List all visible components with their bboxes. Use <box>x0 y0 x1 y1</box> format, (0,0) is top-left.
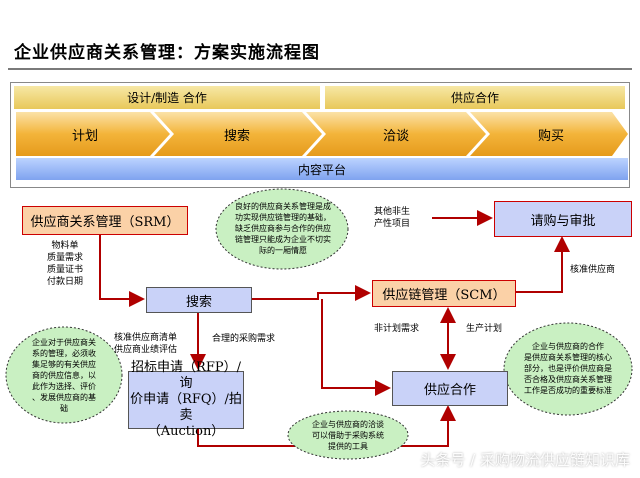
arrow-srm-to-search <box>99 234 145 307</box>
arrow-search-to-scm <box>251 285 371 301</box>
cloud-left-text: 企业对于供应商关 系的管理，必须收 集足够的有关供应 商的供应信息，以 此作为选… <box>14 337 114 414</box>
cloud-line: 功实现供应链管理的基础， <box>235 213 331 222</box>
srm-item: 物料单 <box>51 241 79 251</box>
cloud-bottom-text: 企业与供应商的洽谈 可以借助于采购系统 提供的工具 <box>292 419 404 452</box>
cloud-line: 缺乏供应商参与合作的供应 <box>235 224 331 233</box>
node-tender: 招标申请（RFP）/询 价申请（RFQ）/拍卖 （Auction） <box>128 360 244 439</box>
srm-item: 付款日期 <box>46 277 83 287</box>
label-other-line: 产性项目 <box>374 219 411 229</box>
label-other-nonproduction: 其他非生 产性项目 <box>374 206 410 230</box>
cloud-line: 商的供应信息，以 <box>32 371 96 380</box>
srm-items-list: 物料单 质量需求 质量证书 付款日期 <box>36 240 94 288</box>
cloud-line: 工作是否成功的重要标准 <box>524 386 612 395</box>
watermark: 头条号 / 采购物流供应链知识库 <box>420 451 630 469</box>
label-other-line: 其他非生 <box>374 207 411 217</box>
cloud-line: 可以借助于采购系统 <box>312 431 384 440</box>
label-nonplan-need: 非计划需求 <box>374 324 420 334</box>
stage-label-negotiate: 洽谈 <box>382 128 409 144</box>
cloud-line: 集足够的有关供应 <box>32 360 96 369</box>
cloud-line: 、发展供应商的基 <box>32 393 96 402</box>
stage-chevron-negotiate <box>306 112 486 156</box>
header-design-manufacturing: 设计/制造 合作 <box>14 86 320 109</box>
node-search: 搜索 <box>146 287 252 313</box>
stage-label-search: 搜索 <box>223 128 250 144</box>
label-approved-line: 供应商业绩评估 <box>114 345 178 355</box>
cloud-line: 此作为选择、评价 <box>32 382 96 391</box>
node-purchase-approval: 请购与审批 <box>494 201 632 237</box>
label-production-plan: 生产计划 <box>466 324 503 334</box>
cloud-line: 企业与供应商的洽谈 <box>312 420 384 429</box>
cloud-line: 系的管理，必须收 <box>32 349 96 358</box>
label-approved-supplier: 核准供应商 <box>570 265 616 275</box>
label-approved-line: 核准供应商清单 <box>114 333 178 343</box>
cloud-line: 是供应商关系管理的核心 <box>524 353 612 362</box>
tender-line-1: 招标申请（RFP）/询 <box>131 360 241 391</box>
cloud-line: 部分，也是评价供应商是 <box>524 364 612 373</box>
tender-line-2: 价申请（RFQ）/拍卖 <box>130 392 242 423</box>
tender-line-3: （Auction） <box>147 424 225 439</box>
cloud-line: 提供的工具 <box>328 442 368 451</box>
cloud-right-text: 企业与供应商的合作 是供应商关系管理的核心 部分，也是评价供应商是 否合格及供应… <box>508 341 628 396</box>
stage-chevron-plan <box>16 112 170 156</box>
cloud-line: 际的一厢情愿 <box>259 246 307 255</box>
arrow-search-to-coop <box>321 299 391 396</box>
content-platform-bar: 内容平台 <box>16 158 628 180</box>
label-approved-list: 核准供应商清单 供应商业绩评估 <box>114 332 177 356</box>
stage-chevron-buy <box>470 112 628 156</box>
cloud-bottom <box>287 410 409 460</box>
cloud-top-text: 良好的供应商关系管理是成 功实现供应链管理的基础， 缺乏供应商参与合作的供应 链… <box>222 201 344 256</box>
cloud-right <box>503 322 633 416</box>
arrow-scm-to-request <box>514 236 570 293</box>
cloud-top <box>215 188 349 270</box>
srm-item: 质量需求 <box>46 253 83 263</box>
header-supply-cooperation: 供应合作 <box>325 86 625 109</box>
node-supply-cooperation: 供应合作 <box>392 371 508 406</box>
stage-label-buy: 购买 <box>537 128 564 144</box>
srm-item: 质量证书 <box>46 265 83 275</box>
cloud-line: 良好的供应商关系管理是成 <box>235 202 331 211</box>
cloud-line: 企业与供应商的合作 <box>532 342 604 351</box>
cloud-left <box>5 326 123 424</box>
node-scm: 供应链管理（SCM） <box>372 280 516 307</box>
stage-label-plan: 计划 <box>71 128 98 144</box>
node-srm: 供应商关系管理（SRM） <box>22 206 188 235</box>
title-divider <box>8 68 632 70</box>
cloud-line: 础 <box>60 404 68 413</box>
stage-chevron-search <box>154 112 322 156</box>
label-reasonable-need: 合理的采购需求 <box>212 334 276 344</box>
page-title: 企业供应商关系管理：方案实施流程图 <box>14 43 320 63</box>
cloud-line: 企业对于供应商关 <box>32 338 96 347</box>
cloud-line: 否合格及供应商关系管理 <box>524 375 612 384</box>
cloud-line: 链管理只能成为企业不切实 <box>235 235 331 244</box>
